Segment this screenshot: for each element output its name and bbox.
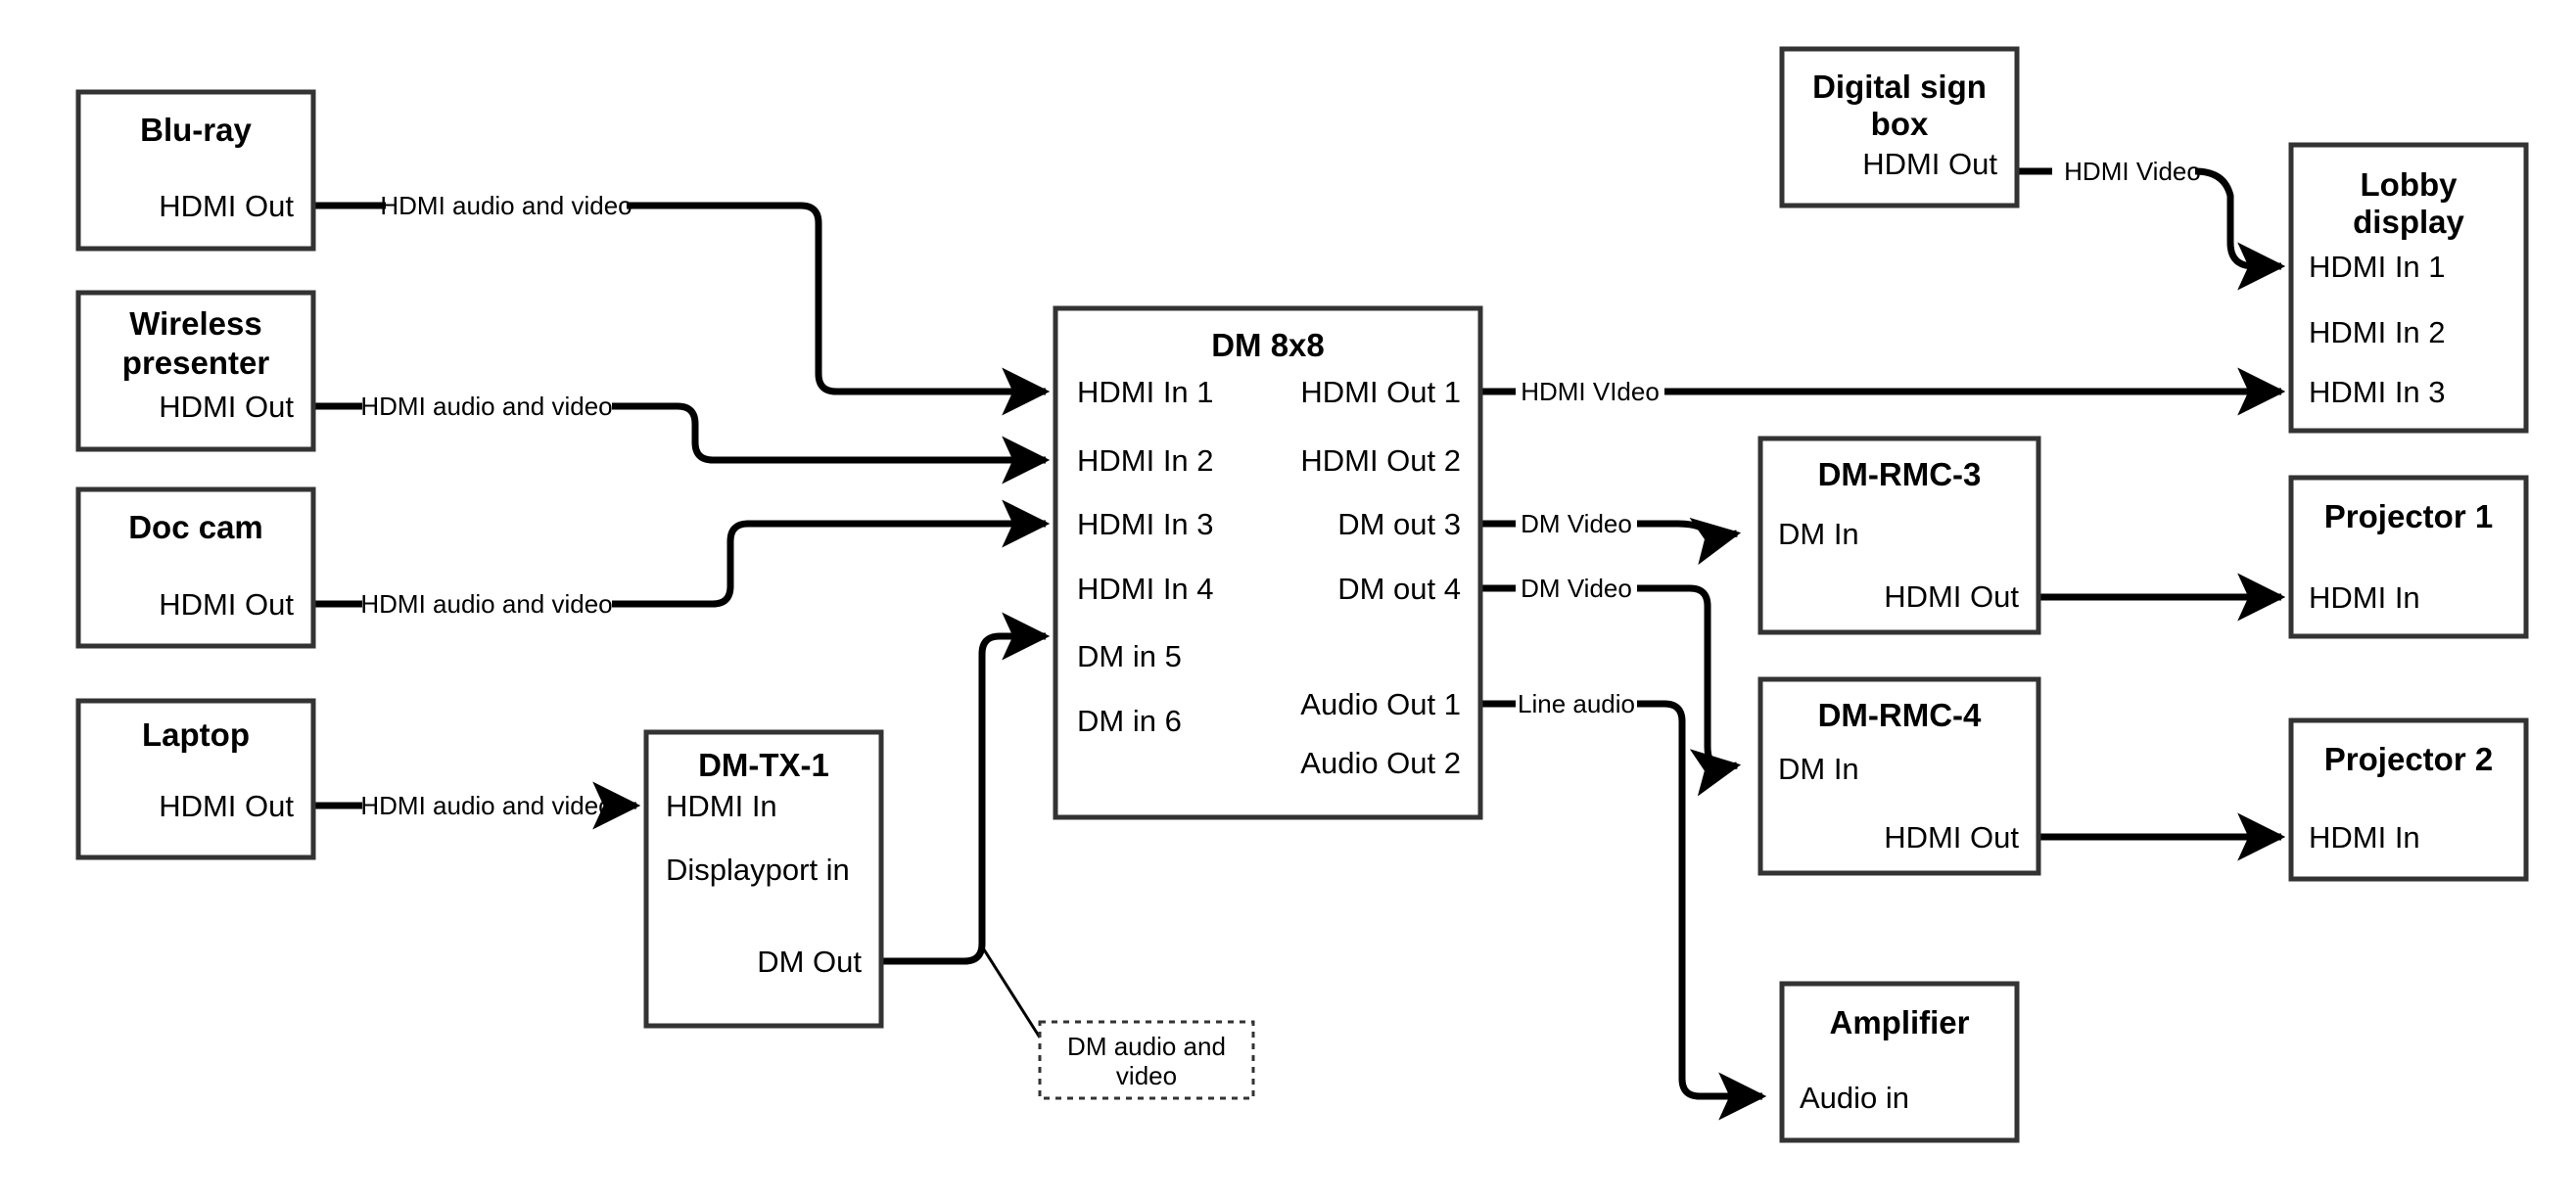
dm-rmc-3-title: DM-RMC-3 <box>1818 456 1982 492</box>
wire-label-bluray: HDMI audio and video <box>380 191 632 220</box>
wire-sign-to-lobby <box>2017 167 2281 266</box>
dm-8x8-input-hdmi-in-4: HDMI In 4 <box>1077 572 1214 606</box>
dm-8x8-output-audio-out-1: Audio Out 1 <box>1300 687 1461 721</box>
node-projector-1[interactable]: Projector 1 HDMI In <box>2288 475 2529 639</box>
dm-rmc-4-port-hdmi-out: HDMI Out <box>1884 820 2019 855</box>
dm-tx-1-port-hdmi-in: HDMI In <box>666 789 777 823</box>
dm-audio-video-note-line1: DM audio and <box>1067 1032 1226 1061</box>
laptop-box[interactable] <box>75 698 316 860</box>
dm-8x8-input-hdmi-in-2: HDMI In 2 <box>1077 443 1214 478</box>
projector-2-port-hdmi-in: HDMI In <box>2309 820 2420 855</box>
wireless-presenter-title-line1: Wireless <box>129 305 261 342</box>
wire-bluray-to-dm8x8 <box>313 202 1046 392</box>
node-laptop[interactable]: Laptop HDMI Out <box>75 698 316 860</box>
node-dm-tx-1[interactable]: DM-TX-1 HDMI In Displayport in DM Out <box>643 729 884 1029</box>
wire-label-dm-out1: HDMI VIdeo <box>1521 377 1660 406</box>
digital-sign-box-title-line1: Digital sign <box>1812 69 1987 105</box>
lobby-display-input-hdmi-in-2: HDMI In 2 <box>2309 315 2446 349</box>
wire-label-layer: HDMI audio and video HDMI audio and vide… <box>360 157 2200 820</box>
lobby-display-title-line1: Lobby <box>2361 166 2459 203</box>
wire-dm8x8-out3-to-rmc3 <box>1480 524 1737 537</box>
dm-8x8-output-hdmi-out-2: HDMI Out 2 <box>1300 443 1461 478</box>
wire-label-sign-to-lobby: HDMI Video <box>2064 157 2201 186</box>
annotation-dm-audio-video: DM audio and video <box>1038 1020 1255 1100</box>
projector-1-port-hdmi-in: HDMI In <box>2309 580 2420 615</box>
dm-tx-1-port-displayport-in: Displayport in <box>666 853 850 887</box>
doc-cam-title: Doc cam <box>128 509 263 545</box>
wire-dm8x8-audio1-to-amp <box>1480 700 1762 1096</box>
node-wireless-presenter[interactable]: Wireless presenter HDMI Out <box>75 290 316 452</box>
projector-1-title: Projector 1 <box>2324 498 2493 534</box>
bluray-title: Blu-ray <box>140 112 252 148</box>
dm-8x8-output-audio-out-2: Audio Out 2 <box>1300 746 1461 780</box>
lobby-display-title-line2: display <box>2353 204 2464 240</box>
wire-label-dm-out4: DM Video <box>1521 574 1632 603</box>
doc-cam-port-hdmi-out: HDMI Out <box>159 587 294 622</box>
digital-sign-box-title-line2: box <box>1871 106 1929 142</box>
laptop-port-hdmi-out: HDMI Out <box>159 789 294 823</box>
node-dm-8x8[interactable]: DM 8x8 HDMI In 1 HDMI In 2 HDMI In 3 HDM… <box>1053 305 1483 820</box>
wireless-presenter-port-hdmi-out: HDMI Out <box>159 390 294 424</box>
lobby-display-input-hdmi-in-3: HDMI In 3 <box>2309 375 2446 409</box>
dm-8x8-box[interactable] <box>1053 305 1483 820</box>
lobby-display-box[interactable] <box>2288 142 2529 434</box>
amplifier-title: Amplifier <box>1829 1004 1969 1040</box>
dm-tx-1-box[interactable] <box>643 729 884 1029</box>
leader-line-dm-note <box>980 946 1042 1039</box>
lobby-display-input-hdmi-in-1: HDMI In 1 <box>2309 250 2446 284</box>
dm-rmc-3-port-dm-in: DM In <box>1778 517 1859 551</box>
dm-8x8-input-dm-in-5: DM in 5 <box>1077 639 1182 673</box>
amplifier-port-audio-in: Audio in <box>1800 1081 1909 1115</box>
wire-label-audio-out1: Line audio <box>1518 689 1635 718</box>
digital-sign-box-port-hdmi-out: HDMI Out <box>1862 147 1997 181</box>
dm-rmc-4-box[interactable] <box>1757 676 2041 876</box>
dm-8x8-output-dm-out-3: DM out 3 <box>1337 507 1461 541</box>
amplifier-box[interactable] <box>1779 981 2020 1143</box>
dm-8x8-title: DM 8x8 <box>1211 327 1325 363</box>
node-dm-rmc-3[interactable]: DM-RMC-3 DM In HDMI Out <box>1757 436 2041 635</box>
dm-audio-video-note-box <box>1038 1020 1255 1100</box>
dm-rmc-4-title: DM-RMC-4 <box>1818 697 1982 733</box>
node-digital-sign-box[interactable]: Digital sign box HDMI Out <box>1779 46 2020 208</box>
dm-tx-1-title: DM-TX-1 <box>698 747 829 783</box>
projector-2-box[interactable] <box>2288 717 2529 882</box>
node-dm-rmc-4[interactable]: DM-RMC-4 DM In HDMI Out <box>1757 676 2041 876</box>
wireless-presenter-title-line2: presenter <box>122 345 270 381</box>
laptop-title: Laptop <box>142 716 250 753</box>
dm-8x8-input-hdmi-in-3: HDMI In 3 <box>1077 507 1214 541</box>
wire-layer <box>313 167 2281 1096</box>
dm-8x8-output-hdmi-out-1: HDMI Out 1 <box>1300 375 1461 409</box>
dm-8x8-input-dm-in-6: DM in 6 <box>1077 704 1182 738</box>
bluray-port-hdmi-out: HDMI Out <box>159 189 294 223</box>
doc-cam-box[interactable] <box>75 486 316 649</box>
digital-sign-box-box[interactable] <box>1779 46 2020 208</box>
node-amplifier[interactable]: Amplifier Audio in <box>1779 981 2020 1143</box>
wire-doccam-to-dm8x8 <box>313 524 1046 608</box>
wire-dmtx1-to-dm8x8 <box>881 612 1051 965</box>
wire-label-doccam: HDMI audio and video <box>360 589 612 619</box>
projector-1-box[interactable] <box>2288 475 2529 639</box>
dm-rmc-3-box[interactable] <box>1757 436 2041 635</box>
wire-label-laptop: HDMI audio and video <box>360 791 612 820</box>
wire-wireless-to-dm8x8 <box>313 402 1046 460</box>
projector-2-title: Projector 2 <box>2324 741 2493 777</box>
bluray-box[interactable] <box>75 89 316 252</box>
node-bluray[interactable]: Blu-ray HDMI Out <box>75 89 316 252</box>
node-lobby-display[interactable]: Lobby display HDMI In 1 HDMI In 2 HDMI I… <box>2288 142 2529 434</box>
node-projector-2[interactable]: Projector 2 HDMI In <box>2288 717 2529 882</box>
dm-audio-video-note-line2: video <box>1116 1061 1177 1090</box>
dm-8x8-output-dm-out-4: DM out 4 <box>1337 572 1461 606</box>
wire-label-wireless: HDMI audio and video <box>360 392 612 421</box>
dm-rmc-3-port-hdmi-out: HDMI Out <box>1884 579 2019 614</box>
wire-label-dm-out3: DM Video <box>1521 509 1632 538</box>
dm-tx-1-port-dm-out: DM Out <box>757 945 862 979</box>
wireless-presenter-box[interactable] <box>75 290 316 452</box>
dm-8x8-input-hdmi-in-1: HDMI In 1 <box>1077 375 1214 409</box>
node-doc-cam[interactable]: Doc cam HDMI Out <box>75 486 316 649</box>
wire-dm8x8-out4-to-rmc4 <box>1480 584 1737 768</box>
dm-rmc-4-port-dm-in: DM In <box>1778 752 1859 786</box>
